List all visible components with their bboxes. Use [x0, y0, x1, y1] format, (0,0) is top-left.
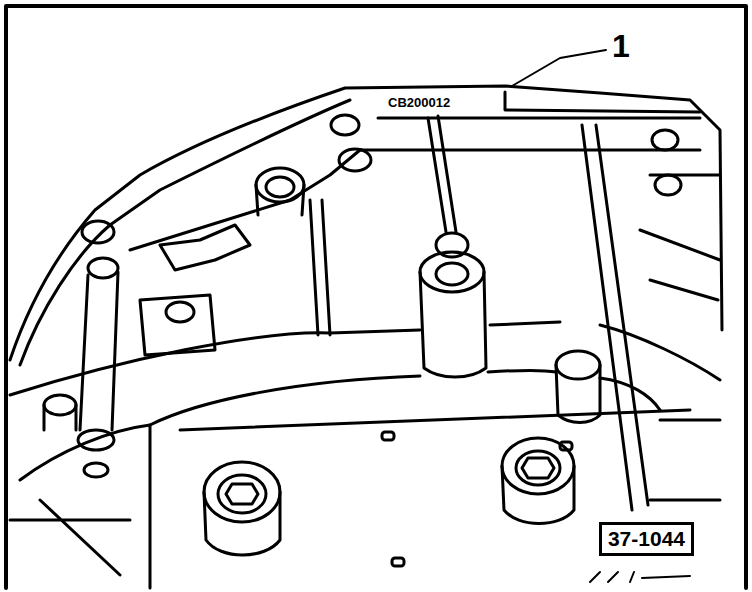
- figure-id-box: 37-1044: [599, 522, 694, 556]
- callout-number: 1: [612, 28, 630, 65]
- figure-id: 37-1044: [608, 527, 685, 550]
- stamped-code: CB200012: [388, 95, 450, 110]
